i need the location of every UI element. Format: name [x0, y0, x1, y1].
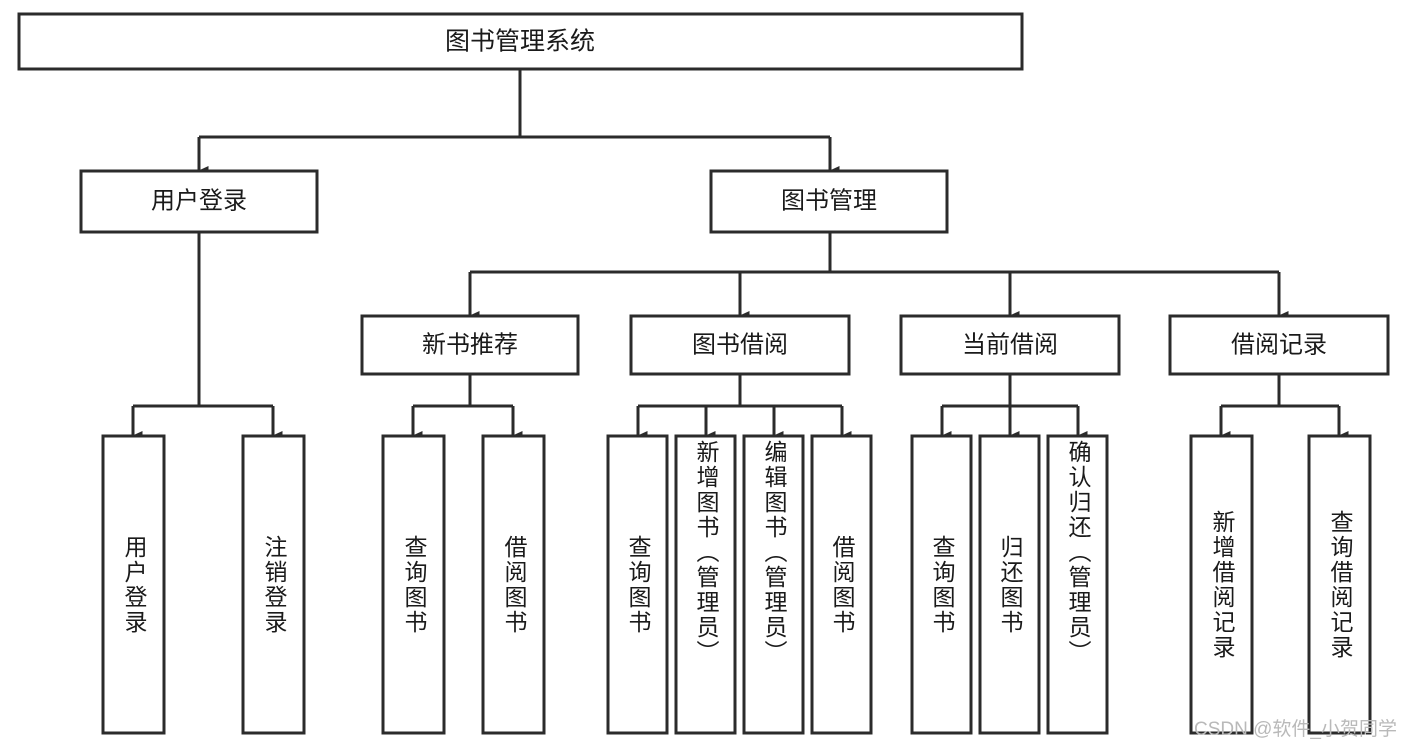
connector-borrowrecord-to-leaves — [1219, 374, 1349, 442]
leaf-box-user-login[interactable] — [101, 434, 166, 735]
leaf-box-query-borrow-record[interactable] — [1307, 434, 1372, 735]
connector-userlogin-to-leaves — [131, 232, 283, 442]
node-user-login-label: 用户登录 — [151, 187, 247, 214]
node-current-borrow-label: 当前借阅 — [962, 331, 1058, 358]
connector-newbook-to-leaves — [411, 374, 523, 442]
leaf-box-add-borrow-record[interactable] — [1189, 434, 1254, 735]
leaf-box-query-book-borrow[interactable] — [606, 434, 669, 735]
connector-root-to-level1 — [197, 69, 840, 177]
leaf-box-user-logout[interactable] — [241, 434, 306, 735]
leaf-box-borrow-book[interactable] — [810, 434, 873, 735]
node-borrow-record[interactable]: 借阅记录 — [1168, 314, 1390, 376]
node-book-borrow-label: 图书借阅 — [692, 331, 788, 358]
node-book-management-label: 图书管理 — [781, 187, 877, 214]
node-book-borrow[interactable]: 图书借阅 — [629, 314, 851, 376]
node-book-management[interactable]: 图书管理 — [709, 169, 949, 234]
node-root[interactable]: 图书管理系统 — [17, 12, 1024, 71]
node-current-borrow[interactable]: 当前借阅 — [899, 314, 1121, 376]
connector-books-to-level2 — [468, 232, 1289, 322]
leaf-box-return-book[interactable] — [978, 434, 1041, 735]
leaf-box-borrow-book-rec[interactable] — [481, 434, 546, 735]
leaf-box-query-book-rec[interactable] — [381, 434, 446, 735]
node-new-book-recommend-label: 新书推荐 — [422, 331, 518, 358]
node-borrow-record-label: 借阅记录 — [1231, 331, 1327, 358]
node-user-login[interactable]: 用户登录 — [79, 169, 319, 234]
leaf-box-add-book-admin[interactable] — [674, 434, 737, 735]
leaf-boxes — [101, 434, 1372, 735]
leaf-box-edit-book-admin[interactable] — [742, 434, 805, 735]
leaf-box-confirm-return-admin[interactable] — [1046, 434, 1109, 735]
connector-bookborrow-to-leaves — [636, 374, 852, 442]
connector-currentborrow-to-leaves — [940, 374, 1088, 442]
node-new-book-recommend[interactable]: 新书推荐 — [360, 314, 580, 376]
node-root-label: 图书管理系统 — [445, 28, 595, 56]
leaf-box-query-book-current[interactable] — [910, 434, 973, 735]
